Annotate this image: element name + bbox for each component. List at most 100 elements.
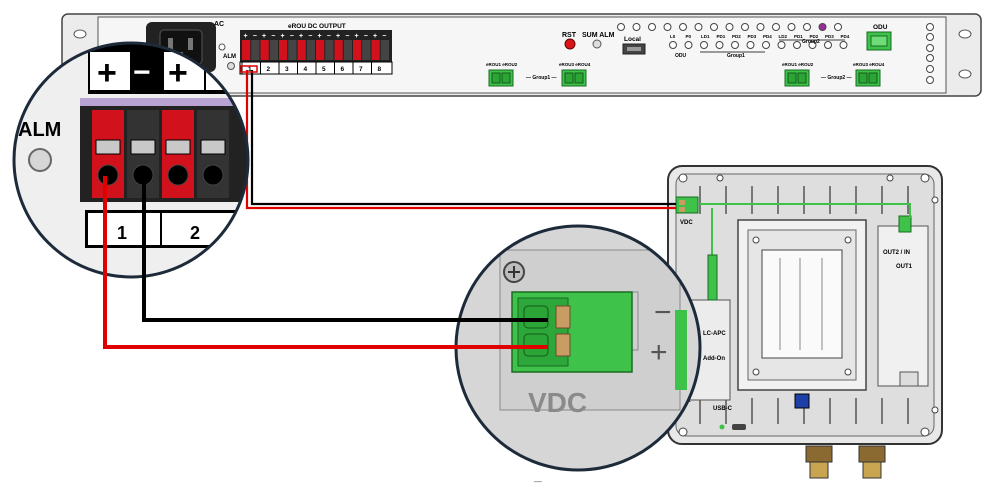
terminal-slot[interactable] (343, 40, 352, 60)
terminal-slot[interactable] (279, 40, 288, 60)
terminal-slot[interactable] (334, 40, 343, 60)
negative-wire-rack (250, 70, 676, 206)
erou-label: eROU1 eROU2 (486, 62, 518, 67)
led-label: PD3 (825, 34, 834, 39)
status-led (684, 41, 693, 49)
terminal-polarity: − (253, 33, 257, 40)
status-led (715, 41, 724, 49)
led-label: P0 (686, 34, 692, 39)
remote-unit: OUT2 / IN OUT1 VDC LC-APC Add-On TX USB-… (667, 165, 943, 479)
erou-label: eROU3 eROU4 (853, 62, 885, 67)
terminal-slot[interactable] (325, 40, 334, 60)
rack-ear-hole-right (958, 29, 972, 39)
side-indicators (926, 23, 934, 84)
positive-wire-zoom (103, 176, 548, 349)
led-label: LD1 (701, 34, 710, 39)
status-led (762, 41, 770, 49)
status-led (808, 41, 817, 49)
terminal-slot[interactable] (371, 40, 380, 60)
group2-led-label: Group2 (802, 39, 820, 45)
status-led (741, 23, 749, 31)
led-label: PD1 (717, 34, 726, 39)
out-label-1: OUT2 / IN (883, 250, 910, 256)
status-led (793, 41, 801, 49)
zoom-plus-sign: + (650, 336, 668, 369)
zoom-alm-led (28, 148, 52, 172)
status-led (663, 23, 672, 31)
local-label: Local (624, 36, 641, 43)
terminal-polarity: + (336, 33, 340, 40)
terminal-slot[interactable] (260, 40, 269, 60)
rst-label: RST (562, 32, 577, 39)
addon-label: Add-On (703, 356, 725, 362)
led-label: PD4 (763, 34, 772, 39)
led-label: LD2 (779, 34, 788, 39)
zoom-alm-label: ALM (18, 119, 61, 141)
zoom-num-1: 1 (117, 223, 127, 243)
status-led (632, 23, 641, 31)
status-led (834, 23, 842, 31)
terminal-polarity: + (373, 33, 377, 40)
port-number: 3 (285, 66, 289, 73)
rack-alm-led (227, 62, 235, 70)
status-led (839, 41, 848, 49)
odu-label: ODU (873, 24, 888, 31)
ac-label: AC (214, 21, 224, 28)
status-led (700, 41, 708, 49)
terminal-slot[interactable] (362, 40, 371, 60)
terminal-polarity: + (355, 33, 359, 40)
terminal-polarity: + (262, 33, 266, 40)
port-number: 1 (248, 66, 252, 73)
positive-wire-rack (245, 70, 676, 210)
terminal-polarity: − (327, 33, 331, 40)
terminal-slot[interactable] (306, 40, 315, 60)
port-number: 2 (267, 66, 271, 73)
lc-apc-connector[interactable] (707, 254, 718, 301)
status-led (803, 23, 811, 31)
terminal-polarity: + (318, 33, 322, 40)
led-label: PD1 (794, 34, 803, 39)
terminal-slot[interactable] (251, 40, 260, 60)
port-number: 7 (359, 66, 363, 73)
status-led (617, 23, 625, 31)
group1-led-label: Group1 (727, 53, 745, 59)
terminal-polarity: − (308, 33, 312, 40)
terminal-polarity: + (281, 33, 285, 40)
zoom-wires (103, 176, 548, 349)
terminal-slot[interactable] (353, 40, 362, 60)
terminal-slot[interactable] (316, 40, 325, 60)
zoom-vdc-label: VDC (528, 387, 587, 418)
rack-ear-hole-left (73, 29, 87, 39)
terminal-polarity: − (271, 33, 275, 40)
port-number: 6 (341, 66, 345, 73)
status-led (679, 23, 687, 31)
status-led (648, 23, 656, 31)
terminal-slot[interactable] (297, 40, 306, 60)
terminal-slot[interactable] (380, 40, 389, 60)
terminal-polarity: + (244, 33, 248, 40)
port-number: 4 (304, 66, 308, 73)
status-led (746, 41, 755, 49)
port-number: 5 (322, 66, 326, 73)
status-led (777, 41, 786, 49)
zoom-num-2: 2 (190, 223, 200, 243)
erou-label: eROU1 eROU2 (782, 62, 814, 67)
odu-group-label: ODU (675, 53, 687, 59)
status-led (669, 41, 677, 49)
status-led (725, 23, 734, 31)
rst-button[interactable] (564, 38, 576, 50)
group1-line-label: — Group1 — (526, 75, 557, 81)
zoom-plus-2: + (168, 54, 188, 92)
usbc-port[interactable] (732, 424, 746, 430)
terminal-slot[interactable] (269, 40, 278, 60)
terminal-slot[interactable] (242, 40, 251, 60)
led-label: L0 (670, 34, 676, 39)
terminal-slot[interactable] (288, 40, 297, 60)
status-led (731, 41, 739, 49)
zoom-plus-1: + (97, 54, 117, 92)
